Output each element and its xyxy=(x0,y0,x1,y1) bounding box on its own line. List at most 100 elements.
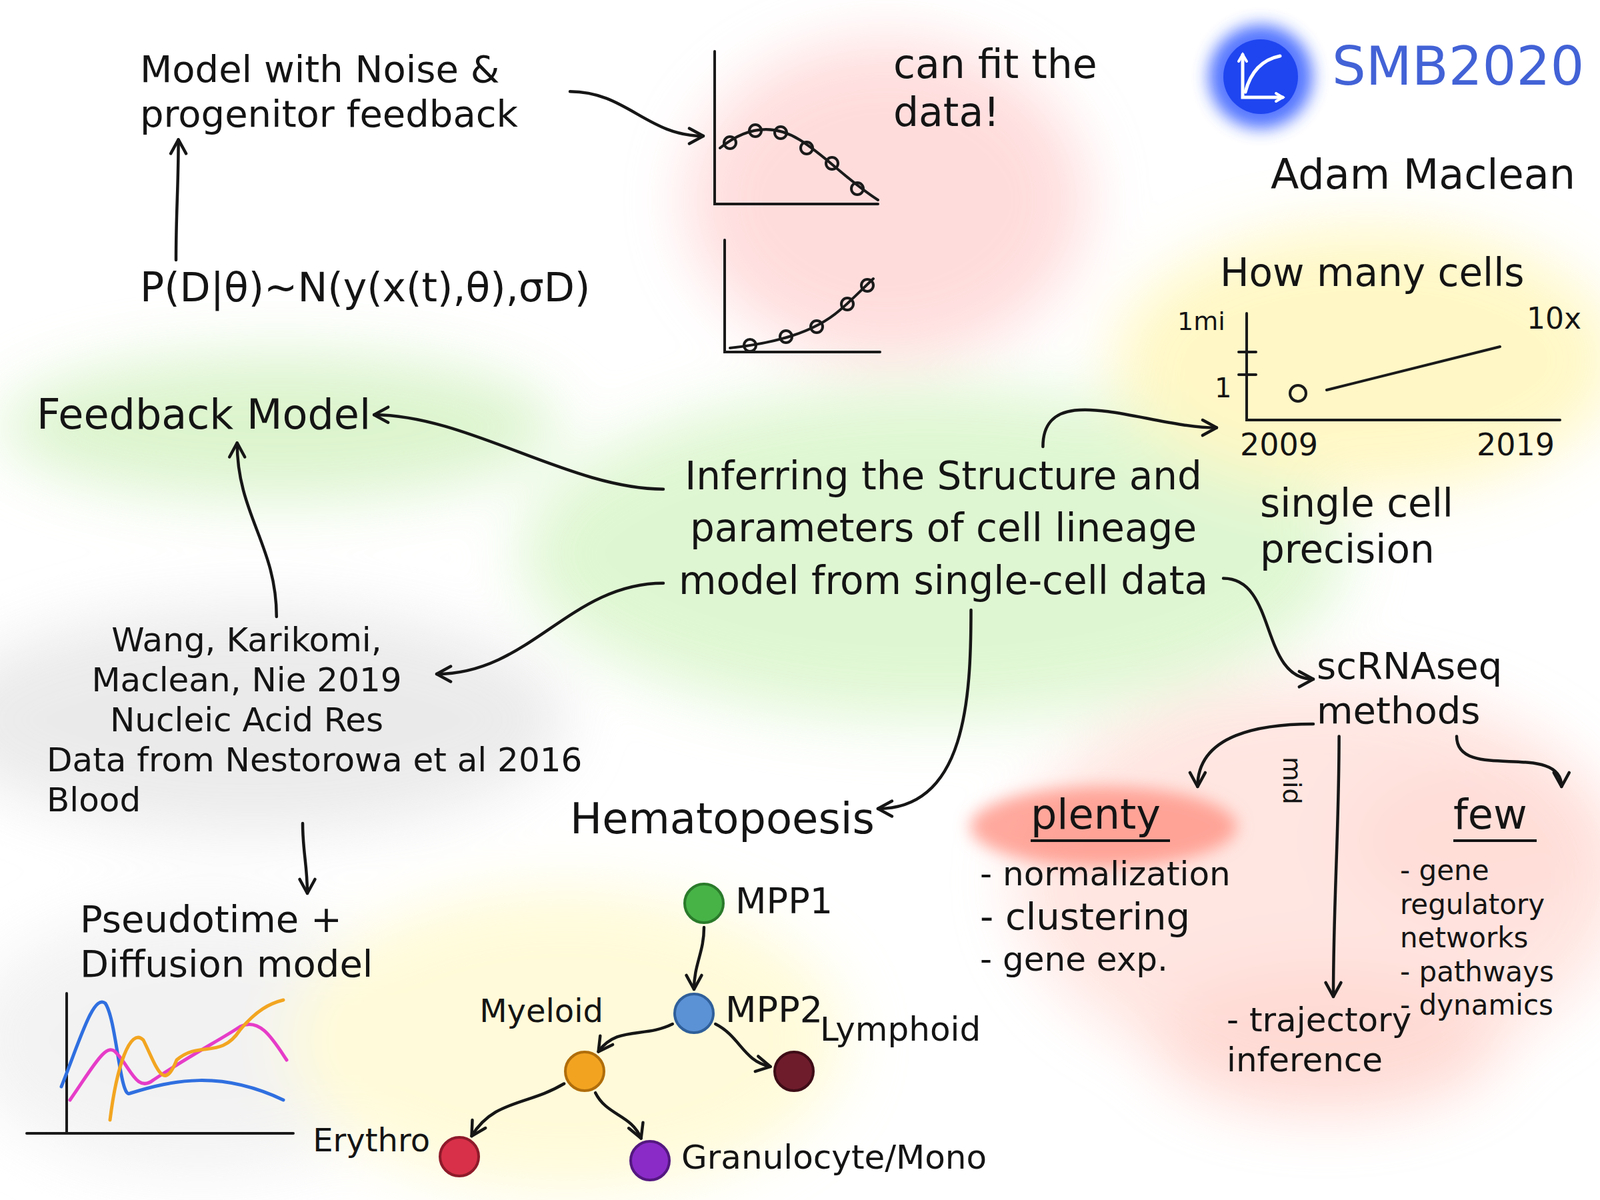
connector-line xyxy=(1456,736,1562,787)
cell-circle: MPP1 xyxy=(683,882,725,924)
connector-line xyxy=(878,610,972,809)
axis-label: 2019 xyxy=(1476,426,1555,464)
cell-label: Erythro xyxy=(312,1121,430,1160)
arrow-connector xyxy=(878,610,972,817)
arrow-head xyxy=(1299,671,1314,687)
cell-label: MPP1 xyxy=(735,880,833,924)
arrow-head xyxy=(598,1036,614,1052)
connector-line xyxy=(570,91,704,136)
connector-line xyxy=(436,583,664,674)
text-line: scRNAseq methods xyxy=(1316,643,1597,733)
arrow-head xyxy=(1202,420,1217,436)
fit-chart-note: can fit the data! xyxy=(706,40,1120,360)
fit-chart xyxy=(714,51,878,204)
axis-label: 10x xyxy=(1526,301,1582,337)
text-line: P(D|θ)~N(y(x(t),θ),σD) xyxy=(140,263,590,312)
pseudotime-chart xyxy=(70,1024,287,1100)
cell-circle: Erythro xyxy=(438,1136,480,1178)
arrow-head xyxy=(686,975,702,990)
connector-line xyxy=(598,1024,673,1052)
note-text: Model with Noise & progenitor feedback xyxy=(140,46,567,136)
margin-note: mid xyxy=(1276,756,1307,805)
arrow-head xyxy=(1190,772,1206,787)
pseudotime-chart xyxy=(61,1002,284,1100)
text-line: - gene regulatory networks xyxy=(1400,854,1590,955)
arrow-head xyxy=(1326,982,1342,997)
fit-chart xyxy=(841,298,854,310)
arrow-connector xyxy=(1042,410,1217,447)
cell-count-chart xyxy=(1326,346,1500,390)
cell-count-chart xyxy=(1238,352,1256,375)
highlight-blob xyxy=(0,40,1600,1194)
axis-label: 2009 xyxy=(1240,426,1318,464)
logo-icon xyxy=(1223,39,1298,114)
cell-circle: MPP2 xyxy=(673,992,715,1034)
arrow-connector xyxy=(1223,578,1314,688)
cell-label: Granulocyte/Mono xyxy=(681,1137,987,1178)
author-name: Adam Maclean xyxy=(1270,150,1576,200)
connector-line xyxy=(472,1084,565,1137)
text-line: - pathways xyxy=(1400,955,1590,989)
fit-chart xyxy=(720,129,878,200)
text-line: Wang, Karikomi, Maclean, Nie 2019 Nuclei… xyxy=(60,620,434,740)
text-line: - dynamics xyxy=(1400,988,1590,1022)
fit-chart xyxy=(724,240,880,352)
fit-chart xyxy=(800,142,813,154)
text-line: Model with Noise & progenitor feedback xyxy=(140,46,567,136)
text-line: Inferring the Structure and parameters o… xyxy=(666,450,1220,607)
highlight-blob xyxy=(686,40,1087,360)
text-line: single cell precision xyxy=(1260,480,1580,574)
fit-chart xyxy=(714,51,880,352)
cell-count-chart xyxy=(1246,313,1560,420)
method-list: few- gene regulatory networks- pathways-… xyxy=(1400,790,1590,1022)
plenty-highlight xyxy=(970,786,1237,867)
cell-circle: Granulocyte/Mono xyxy=(629,1140,671,1182)
pseudotime-chart xyxy=(26,993,294,1134)
arrow-connector xyxy=(374,407,664,490)
connector-line xyxy=(1333,736,1340,997)
cell-circle: Lymphoid xyxy=(773,1050,815,1092)
pseudotime-chart xyxy=(26,993,294,1134)
arrow-head xyxy=(755,1056,771,1072)
cell-label: Myeloid xyxy=(479,992,604,1031)
arrow-connector xyxy=(300,823,316,894)
plenty-highlight xyxy=(970,786,1237,867)
connector-line xyxy=(1223,578,1314,680)
logo-icon xyxy=(1208,24,1313,129)
logo-icon xyxy=(1242,54,1283,98)
arrow-connector xyxy=(229,442,277,617)
topic-text: Hematopoesis xyxy=(570,793,875,845)
fit-chart xyxy=(810,320,823,333)
arrow-connector xyxy=(598,1024,673,1052)
fit-chart xyxy=(749,124,762,137)
topic-text: Feedback Model xyxy=(36,390,371,440)
arrow-connector xyxy=(472,1084,565,1137)
text-line: How many cells xyxy=(1220,250,1580,297)
reference-text: Wang, Karikomi, Maclean, Nie 2019 Nuclei… xyxy=(60,620,434,740)
axis-label: 1mi xyxy=(1177,306,1226,338)
pseudotime-chart xyxy=(110,1000,284,1120)
text-line: Feedback Model xyxy=(36,390,371,440)
fit-chart xyxy=(851,182,864,195)
cell-label: MPP2 xyxy=(725,988,823,1032)
arrow-connector xyxy=(715,1024,771,1072)
list-heading: plenty xyxy=(1030,790,1170,842)
text-line: can fit the data! xyxy=(893,40,1120,136)
fit-chart xyxy=(774,126,787,139)
arrow-connector xyxy=(595,1092,643,1138)
topic-text: scRNAseq methods xyxy=(1316,643,1597,733)
arrow-head xyxy=(436,666,451,682)
cell-count-note: How many cells single cell precision xyxy=(1220,250,1580,574)
cell-label: Lymphoid xyxy=(820,1009,981,1050)
arrow-head xyxy=(878,801,892,817)
arrow-connector xyxy=(436,583,664,682)
arrow-connector xyxy=(686,927,705,990)
arrow-connector xyxy=(1326,736,1342,997)
arrow-head xyxy=(1554,772,1570,787)
text-line: - gene exp. xyxy=(980,939,1300,980)
text-line: Hematopoesis xyxy=(570,793,875,845)
fit-chart xyxy=(780,330,792,343)
fit-chart xyxy=(730,278,874,348)
arrow-connector xyxy=(570,91,704,144)
